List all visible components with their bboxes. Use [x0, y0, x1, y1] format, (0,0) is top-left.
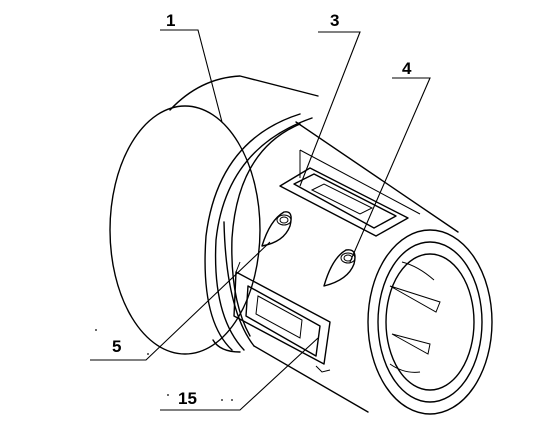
front-ring	[367, 229, 493, 415]
label-5: 5	[112, 337, 121, 356]
flange-rings	[204, 113, 313, 351]
pin-lower	[323, 249, 356, 287]
pin-upper	[261, 211, 292, 247]
leader-lines	[90, 29, 431, 411]
rear-cylinder	[109, 75, 319, 355]
label-1: 1	[166, 11, 175, 30]
label-3: 3	[330, 11, 339, 30]
bottom-slot	[233, 261, 331, 365]
sleeve-body	[231, 121, 459, 413]
top-slot	[279, 149, 421, 237]
label-4: 4	[402, 59, 412, 78]
bottom-notch	[315, 365, 331, 373]
label-15: 15	[178, 389, 197, 408]
